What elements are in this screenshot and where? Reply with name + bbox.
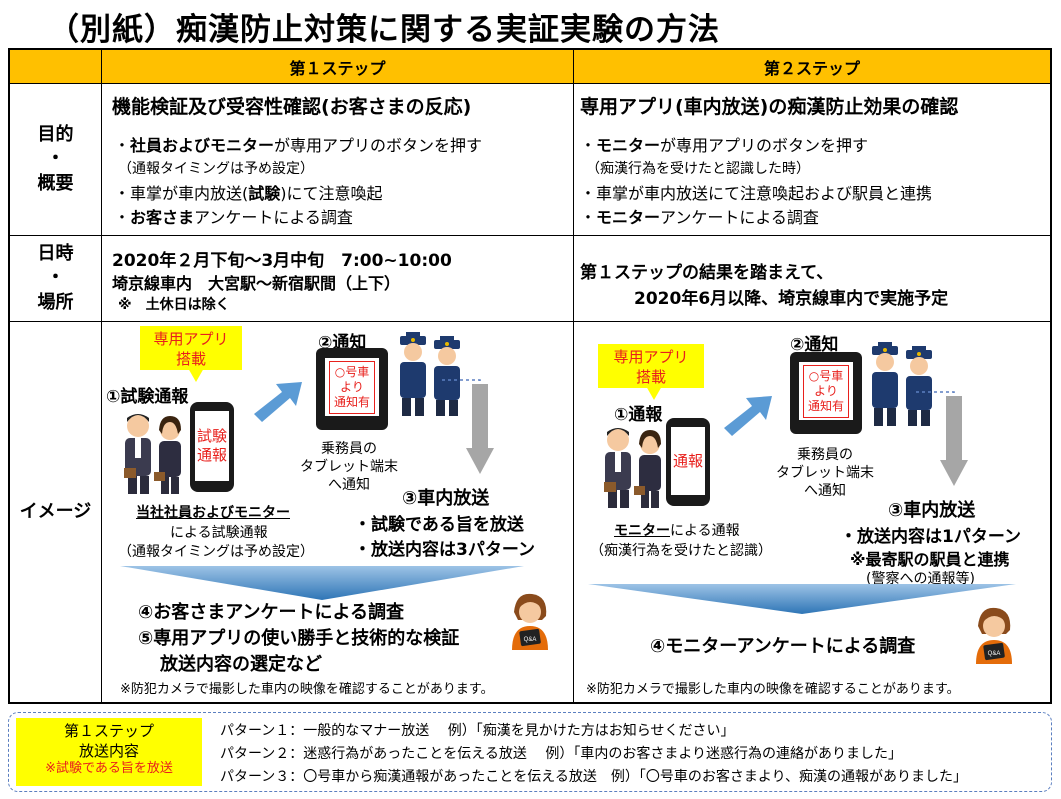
step1-broadcast-label: ③車内放送 [402,488,490,509]
step1-datetime-cell [102,236,574,322]
step1-reporter-label: 当社社員およびモニター [136,505,290,521]
step2-bullet-3: ・モニターアンケートによる調査 [580,208,819,227]
step1-reporter-sub1: による試験通報 [170,525,268,541]
arrow-down-icon [916,391,968,486]
tablet-icon: ○号車より通知有 [790,352,862,434]
step1-bullet-1: ・社員およびモニターが専用アプリのボタンを押す [114,136,483,155]
step2-broadcast-2: ※最寄駅の駅員と連携 [850,550,1010,569]
header-step1: 第１ステップ [102,50,574,84]
step2-datetime-line2: 2020年6月以降、埼京線車内で実施予定 [634,289,949,309]
crew-icon [872,342,932,426]
step1-broadcast-1: ・試験である旨を放送 [354,515,524,535]
step1-datetime-line1: 2020年２月下旬～3月中旬 7:00~10:00 [112,251,452,271]
broadcast-patterns-box [8,712,1052,792]
passenger-icon [124,414,181,494]
step2-broadcast-3: (警察への通報等) [866,571,975,587]
step1-survey-1: ④お客さまアンケートによる調査 [138,602,404,623]
step1-image-cell [102,322,574,702]
phone-icon: 通報 [666,418,710,506]
step1-bullet-1-sub: （通報タイミングは予め設定） [118,161,314,177]
step1-purpose-cell [102,84,574,236]
operator-icon: Q&A [976,607,1012,664]
step1-broadcast-2: ・放送内容は3パターン [354,540,535,560]
step2-purpose-cell [574,84,1050,236]
arrow-right-icon [254,382,302,422]
rowhead-purpose: 目的 ・ 概要 [10,84,102,236]
rowhead-image: イメージ [10,322,102,702]
step2-crew-caption: 乗務員の タブレット端末 へ通知 [776,447,874,500]
step2-reporter-label: モニターによる通報 [614,523,740,539]
step1-report-label: ①試験通報 [106,387,189,407]
step2-bullet-1-sub: （痴漢行為を受けたと認識した時） [586,161,810,177]
operator-qa-text: Q&A [988,651,1001,657]
step1-reporter-sub2: （通報タイミングは予め設定） [118,544,314,560]
step2-purpose-title: 専用アプリ(車内放送)の痴漢防止効果の確認 [580,96,959,118]
broadcast-patterns-label: 第１ステップ 放送内容 ※試験である旨を放送 [16,718,202,786]
step2-broadcast-1: ・放送内容は1パターン [840,527,1021,547]
step1-purpose-title: 機能検証及び受容性確認(お客さまの反応) [112,96,472,118]
step1-bullet-2: ・車掌が車内放送(試験)にて注意喚起 [114,184,383,203]
crew-icon [400,332,460,416]
pattern-1: パターン１：一般的なマナー放送 例）「痴漢を見かけた方はお知らせください」 [220,723,735,739]
header-corner [10,50,102,84]
step2-notify-label: ②通知 [790,335,839,355]
step2-reporter-sub: （痴漢行為を受けたと認識） [590,543,772,559]
step1-camera-note: ※防犯カメラで撮影した車内の映像を確認することがあります。 [120,682,494,697]
step1-datetime-line3: ※ 土休日は除く [118,297,230,313]
arrow-right-icon [724,396,772,436]
pattern-3: パターン３：〇号車から痴漢通報があったことを伝える放送 例）「〇号車のお客さまよ… [220,769,968,785]
step1-survey-2: ⑤専用アプリの使い勝手と技術的な検証 [138,628,460,649]
arrow-down-icon [442,379,494,474]
step2-survey-1: ④モニターアンケートによる調査 [650,636,916,657]
step1-datetime-line2: 埼京線車内 大宮駅～新宿駅間（上下） [112,274,401,293]
step2-datetime-cell [574,236,1050,322]
operator-icon: Q&A [512,593,548,650]
passenger-icon [604,428,661,508]
operator-qa-text: Q&A [524,637,537,643]
step1-bullet-3: ・お客さまアンケートによる調査 [114,208,353,227]
step2-report-label: ①通報 [614,405,663,425]
step2-datetime-line1: 第１ステップの結果を踏まえて、 [580,263,834,283]
header-step2: 第２ステップ [574,50,1050,84]
step2-broadcast-label: ③車内放送 [888,500,976,521]
step2-bullet-2: ・車掌が車内放送にて注意喚起および駅員と連携 [580,184,933,203]
step1-crew-caption: 乗務員の タブレット端末 へ通知 [300,441,398,494]
step2-camera-note: ※防犯カメラで撮影した車内の映像を確認することがあります。 [586,682,960,697]
step2-bullet-1: ・モニターが専用アプリのボタンを押す [580,136,869,155]
step1-survey-3: 放送内容の選定など [160,654,322,675]
step1-app-callout: 専用アプリ 搭載 [140,326,242,382]
tablet-icon: ○号車より通知有 [316,348,388,430]
phone-icon: 試験通報 [190,402,234,492]
rowhead-datetime: 日時 ・ 場所 [10,236,102,322]
page-title: （別紙）痴漢防止対策に関する実証実験の方法 [48,12,720,48]
pattern-2: パターン２：迷惑行為があったことを伝える放送 例）「車内のお客さまより迷惑行為の… [220,746,903,762]
step2-down-triangle [588,584,1016,614]
step1-down-triangle [120,566,524,600]
step2-app-callout: 専用アプリ 搭載 [598,344,704,400]
main-table: 第１ステップ 第２ステップ 目的 ・ 概要 日時 ・ 場所 イメージ [8,48,1052,704]
